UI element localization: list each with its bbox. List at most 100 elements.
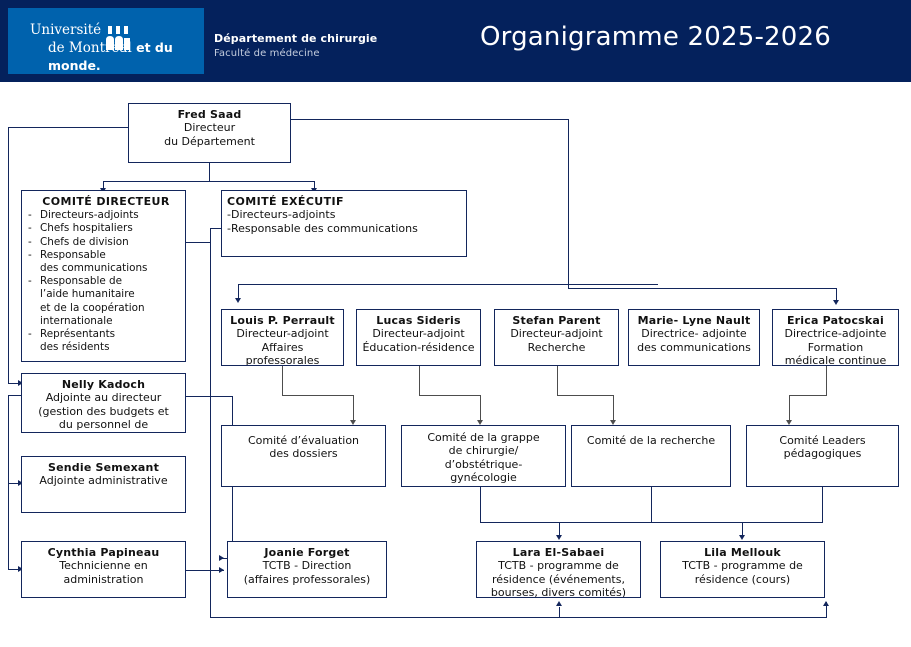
- semexant-name: Sendie Semexant: [47, 461, 160, 474]
- com-grappe-line-2: de chirurgie/: [448, 444, 519, 458]
- forget-role-2: (affaires professorales): [243, 572, 371, 586]
- node-forget[interactable]: Joanie Forget TCTB - Direction (affaires…: [227, 541, 387, 598]
- arrow-mellouk: [739, 535, 745, 540]
- com-evaluation-line-1: Comité d’évaluation: [247, 434, 360, 447]
- director-name: Fred Saad: [177, 108, 242, 121]
- mellouk-role-1: TCTB - programme de: [682, 559, 803, 573]
- comite-executif-line-2: -Responsable des communications: [227, 221, 418, 235]
- conn-director-tbar: [103, 181, 315, 183]
- arrow-patocskai: [833, 300, 839, 305]
- com-evaluation-line-2: des dossiers: [269, 447, 338, 461]
- conn-left-rail-lower-top: [8, 395, 24, 397]
- node-com-evaluation[interactable]: Comité d’évaluation des dossiers: [221, 425, 386, 487]
- papineau-role-2: administration: [63, 572, 144, 586]
- conn-recherche-down: [613, 395, 615, 422]
- node-semexant[interactable]: Sendie Semexant Adjointe administrative: [21, 456, 186, 513]
- elsabaei-role-1: TCTB - programme de: [498, 559, 619, 573]
- node-mellouk[interactable]: Lila Mellouk TCTB - programme de résiden…: [660, 541, 825, 598]
- arrow-forget-1: [219, 555, 224, 561]
- patocskai-name: Erica Patocskai: [786, 314, 885, 327]
- arrow-forget-2: [219, 567, 224, 573]
- kadoch-role-1: Adjointe au directeur: [45, 391, 162, 405]
- elsabaei-role-2: résidence (événements,: [492, 572, 625, 586]
- node-parent[interactable]: Stefan Parent Directeur-adjoint Recherch…: [494, 309, 619, 366]
- arrow-papineau: [18, 566, 23, 572]
- node-sideris[interactable]: Lucas Sideris Directeur-adjoint Éducatio…: [356, 309, 481, 366]
- semexant-role-1: Adjointe administrative: [39, 474, 168, 488]
- node-director[interactable]: Fred Saad Directeur du Département: [128, 103, 291, 163]
- conn-main-rail: [210, 228, 212, 618]
- director-role-1: Directeur: [183, 121, 236, 135]
- faculty-label: Faculté de médecine: [214, 48, 320, 59]
- conn-papineau-right: [186, 570, 224, 572]
- arrow-up-elsabaei: [556, 601, 562, 606]
- node-comite-executif[interactable]: COMITÉ EXÉCUTIF -Directeurs-adjoints -Re…: [221, 190, 467, 257]
- conn-mid-bar-1: [480, 522, 652, 524]
- forget-name: Joanie Forget: [264, 546, 350, 559]
- conn-exec-left-in: [210, 228, 227, 230]
- conn-recherche-down2: [651, 487, 653, 523]
- conn-kadoch-right: [186, 396, 233, 398]
- node-elsabaei[interactable]: Lara El-Sabaei TCTB - programme de résid…: [476, 541, 641, 598]
- arrow-semexant: [18, 480, 23, 486]
- mellouk-name: Lila Mellouk: [704, 546, 781, 559]
- conn-bottom-right-rail: [826, 602, 828, 618]
- arrow-elsabaei: [556, 535, 562, 540]
- logo-line-1: Université: [30, 22, 102, 38]
- list-item: -Chefs de division: [28, 235, 129, 248]
- conn-parent-down: [557, 366, 559, 396]
- node-kadoch[interactable]: Nelly Kadoch Adjointe au directeur (gest…: [21, 373, 186, 433]
- arrow-com-evaluation: [350, 420, 356, 425]
- conn-elsabaei-drop: [559, 522, 561, 537]
- sideris-name: Lucas Sideris: [376, 314, 461, 327]
- conn-cd-to-rail: [184, 242, 211, 244]
- node-com-leaders[interactable]: Comité Leaders pédagogiques: [746, 425, 899, 487]
- conn-leaders-down: [789, 395, 791, 422]
- parent-role-2: Recherche: [527, 340, 586, 354]
- parent-role-1: Directeur-adjoint: [510, 327, 603, 341]
- kadoch-name: Nelly Kadoch: [61, 378, 146, 391]
- com-leaders-line-2: pédagogiques: [783, 447, 862, 461]
- node-comite-directeur[interactable]: COMITÉ DIRECTEUR -Directeurs-adjoints -C…: [21, 190, 186, 362]
- conn-bottom-up-elsabaei: [559, 607, 561, 618]
- conn-leaders-down2: [822, 487, 824, 523]
- nault-role-1: Directrice- adjointe: [641, 327, 747, 341]
- node-perrault[interactable]: Louis P. Perrault Directeur-adjoint Affa…: [221, 309, 344, 366]
- conn-left-to-semexant: [8, 483, 20, 485]
- kadoch-role-4: soutien): [22, 432, 185, 433]
- sideris-role-1: Directeur-adjoint: [372, 327, 465, 341]
- conn-bottom-bar: [210, 617, 827, 619]
- conn-left-rail-upper: [8, 127, 10, 384]
- papineau-role-1: Technicienne en: [59, 559, 148, 573]
- conn-sideris-jog: [419, 395, 481, 397]
- conn-parent-jog: [557, 395, 614, 397]
- list-item: -Directeurs-adjoints: [28, 209, 139, 222]
- conn-patocskai-down: [826, 366, 828, 396]
- elsabaei-name: Lara El-Sabaei: [512, 546, 605, 559]
- perrault-role-2: Affaires: [261, 340, 304, 354]
- conn-perrault-jog: [282, 395, 354, 397]
- node-nault[interactable]: Marie- Lyne Nault Directrice- adjointe d…: [628, 309, 760, 366]
- conn-grappe-down2: [480, 487, 482, 523]
- arrow-com-grappe: [477, 420, 483, 425]
- conn-grappe-down: [480, 395, 482, 422]
- conn-evaluation-down: [353, 395, 355, 422]
- conn-left-to-kadoch: [8, 383, 20, 385]
- arrow-up-mellouk: [823, 601, 829, 606]
- node-papineau[interactable]: Cynthia Papineau Technicienne en adminis…: [21, 541, 186, 598]
- udem-logo-block: Université de Montréal et du monde.: [8, 8, 204, 74]
- conn-right-rail: [568, 119, 570, 289]
- node-patocskai[interactable]: Erica Patocskai Directrice-adjointe Form…: [772, 309, 899, 366]
- nault-name: Marie- Lyne Nault: [637, 314, 751, 327]
- conn-left-rail-lower: [8, 395, 10, 570]
- comite-executif-heading: COMITÉ EXÉCUTIF: [227, 195, 344, 208]
- node-com-recherche[interactable]: Comité de la recherche: [571, 425, 731, 487]
- conn-right-to-patocskai: [568, 288, 837, 290]
- node-com-grappe[interactable]: Comité de la grappe de chirurgie/ d’obst…: [401, 425, 566, 487]
- page-title: Organigramme 2025-2026: [480, 22, 831, 52]
- conn-mellouk-drop: [742, 522, 744, 537]
- kadoch-role-3: du personnel de: [58, 418, 149, 432]
- director-role-2: du Département: [164, 134, 255, 148]
- conn-adjoints-bar: [238, 284, 658, 286]
